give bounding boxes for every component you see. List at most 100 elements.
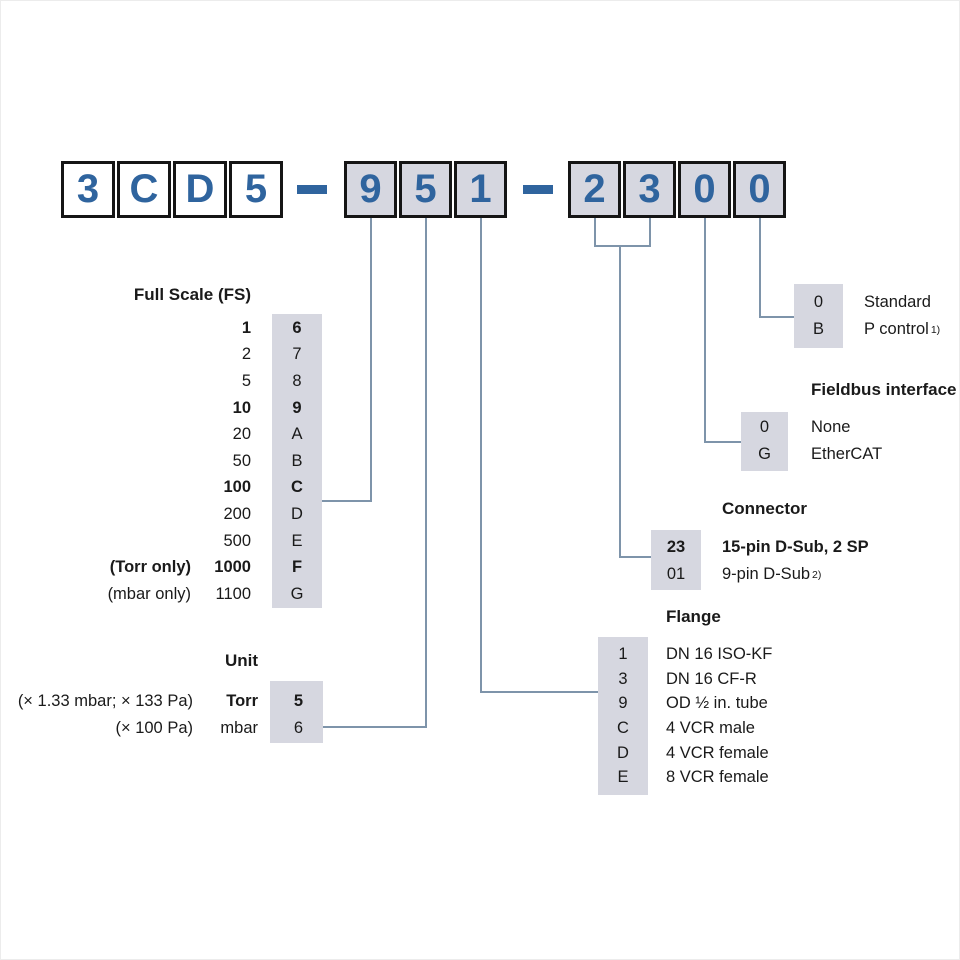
row-code: C [291,478,303,497]
row-label: 15-pin D-Sub, 2 SP [722,538,869,556]
flange-title: Flange [666,607,721,626]
row-value: 500 [223,531,251,550]
row-note: (Torr only) [109,558,191,577]
full-scale-row: 100 C [41,475,322,502]
pcontrol-code-strip [794,284,843,348]
row-label: P control [864,320,929,338]
code-digit-box: 2 [568,161,621,218]
row-value: 50 [232,451,251,470]
fieldbus-title: Fieldbus interface [811,380,957,399]
flange-code-strip [598,637,648,795]
fieldbus-code-strip [741,412,788,471]
row-code: B [812,320,824,338]
code-group-model: 3 C D 5 [61,161,283,218]
full-scale-row: 200 D [41,501,322,528]
row-label: None [811,418,851,436]
unit-title: Unit [224,651,258,670]
footnote-sup: 1) [930,323,941,336]
full-scale-row: 500 E [41,528,322,555]
line-flange-horizontal [480,691,600,693]
code-group-middle: 9 5 1 [344,161,507,218]
row-code: G [758,445,771,463]
row-label: EtherCAT [811,445,883,463]
row-code: C [617,718,629,737]
row-code: 8 [292,371,302,390]
row-code: E [617,768,629,787]
row-label: DN 16 ISO-KF [666,644,773,663]
row-note: (mbar only) [107,584,191,603]
line-connector-stub-left [594,218,596,247]
row-label: Standard [864,293,931,311]
row-code: D [617,743,629,762]
line-flange-vertical [480,218,482,693]
code-digit-box: C [117,161,171,218]
unit-code-strip [270,681,323,743]
row-code: 7 [292,345,302,364]
row-value: 1 [241,318,251,337]
row-value: mbar [220,719,258,737]
row-value: 200 [223,504,251,523]
fieldbus-table: 0 None G EtherCAT [741,414,882,468]
code-digit-box: 0 [733,161,786,218]
code-digit-box: 1 [454,161,507,218]
footnote-sup: 2) [812,568,822,581]
row-code: G [290,584,304,603]
line-pcontrol-horizontal [759,316,796,318]
code-digit-box: 3 [61,161,115,218]
row-code: 0 [759,418,770,436]
row-code: 3 [618,669,628,688]
row-label: DN 16 CF-R [666,669,757,688]
full-scale-row: (mbar only) 1100 G [41,581,322,608]
line-connector-stub-right [649,218,651,247]
row-note: (× 100 Pa) [115,719,193,737]
row-value: 10 [232,398,251,417]
line-fullscale-horizontal [322,500,372,502]
connector-row: 23 15-pin D-Sub, 2 SP [651,534,869,561]
code-digit-box: 0 [678,161,731,218]
row-code: 23 [666,538,686,556]
row-code: E [291,531,303,550]
row-value: 20 [232,425,251,444]
flange-row: 3 DN 16 CF-R [598,667,772,692]
row-value: Torr [226,692,258,710]
row-code: 9 [292,398,302,417]
code-group-options: 2 3 0 0 [568,161,786,218]
code-digit-box: D [173,161,227,218]
row-value: 1000 [214,558,251,577]
line-unit-vertical [425,218,427,728]
line-connector-bracket [594,245,651,247]
line-fullscale-vertical [370,218,372,502]
line-fieldbus-horizontal [704,441,743,443]
code-digit-box: 9 [344,161,397,218]
row-code: 6 [292,318,302,337]
row-value: 1100 [215,584,251,603]
row-value: 100 [223,478,251,497]
full-scale-title: Full Scale (FS) [133,285,251,304]
row-code: B [291,451,303,470]
row-code: D [291,504,303,523]
line-connector-horizontal [619,556,654,558]
full-scale-row: 50 B [41,448,322,475]
code-digit-box: 5 [399,161,452,218]
row-code: 01 [666,565,686,583]
row-code: A [291,425,303,444]
row-label: 9-pin D-Sub [722,565,811,583]
line-connector-vertical [619,245,621,558]
code-digit-box: 3 [623,161,676,218]
full-scale-code-strip [272,314,322,608]
row-code: F [291,558,303,577]
row-code: 0 [813,293,824,311]
